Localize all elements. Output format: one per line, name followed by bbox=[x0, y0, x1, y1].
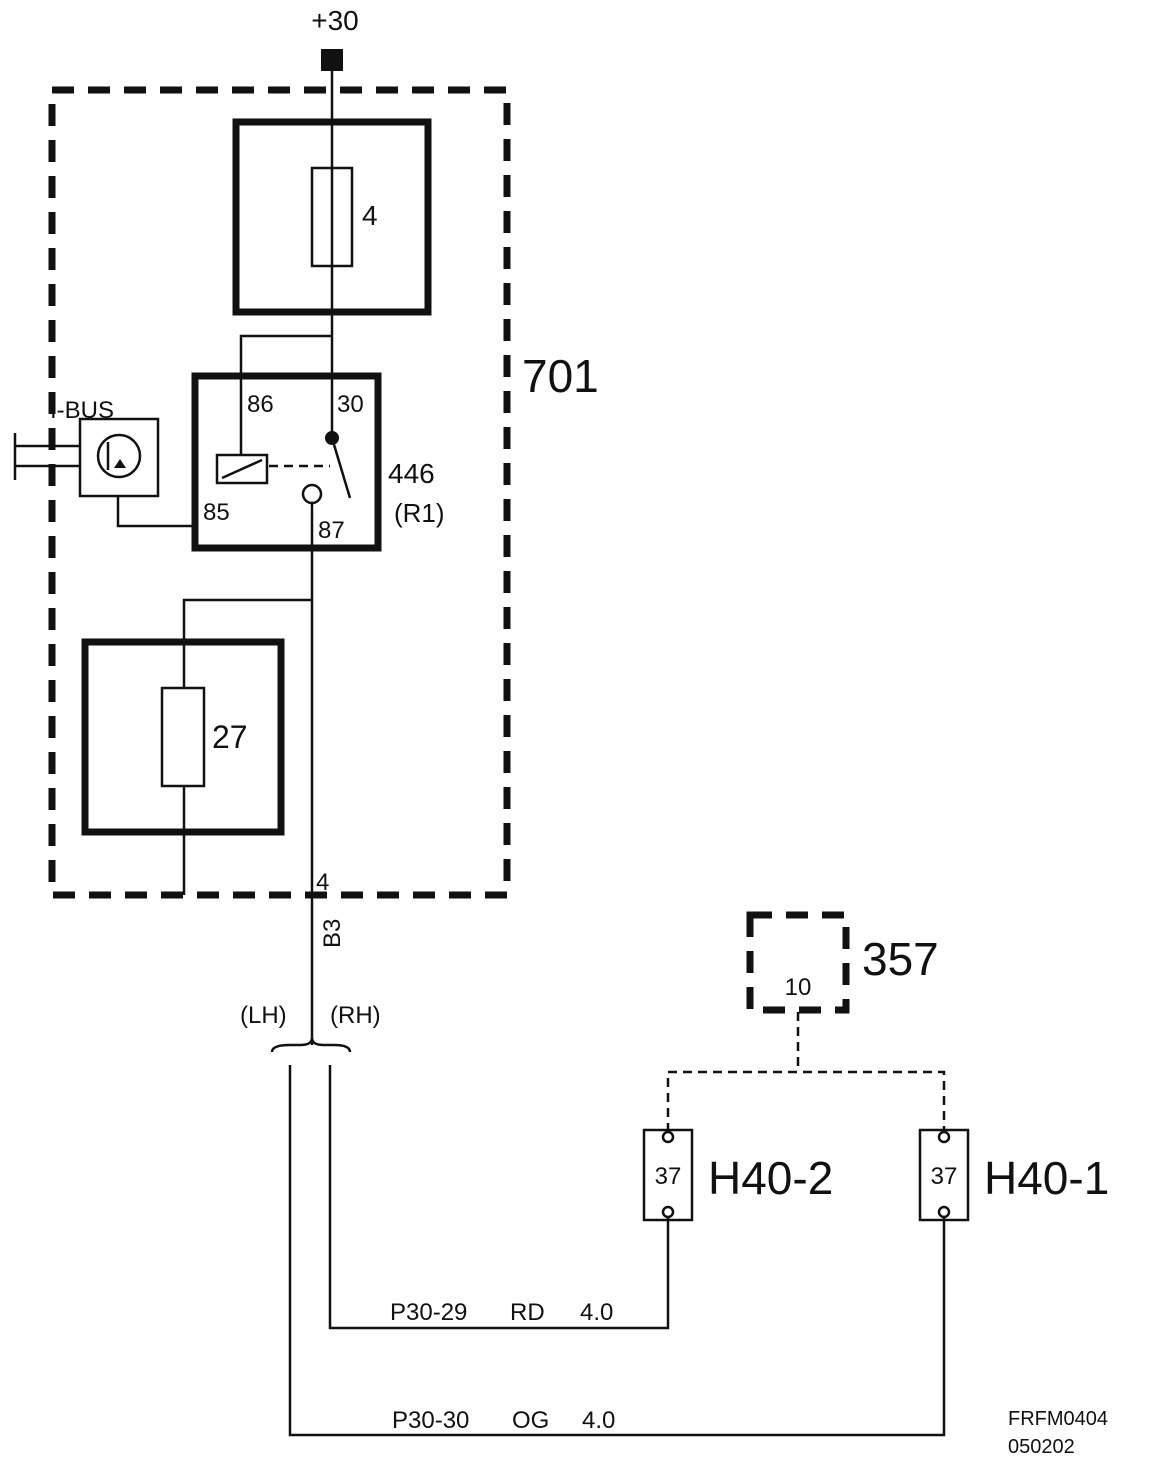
split-brace bbox=[270, 1037, 352, 1053]
rh-label: (RH) bbox=[330, 1002, 381, 1029]
relay-446-body bbox=[191, 372, 382, 552]
h40-1-bottom-terminal bbox=[937, 1205, 951, 1219]
relay-coil-diagonal bbox=[221, 458, 263, 480]
relay-pin-86: 86 bbox=[247, 391, 274, 418]
fuse-4-number: 4 bbox=[362, 200, 378, 231]
relay-pin-85: 85 bbox=[203, 499, 230, 526]
h40-2-top-terminal bbox=[661, 1130, 675, 1144]
h40-1-name: H40-1 bbox=[984, 1152, 1109, 1204]
h40-2-bottom-terminal bbox=[661, 1205, 675, 1219]
wire-p30-29-size: 4.0 bbox=[580, 1299, 613, 1326]
signal-distribution-line bbox=[666, 1070, 946, 1132]
relay-coil bbox=[215, 453, 269, 485]
h40-1-top-terminal bbox=[937, 1130, 951, 1144]
module-357-pin: 10 bbox=[785, 974, 812, 1001]
supply-terminal bbox=[321, 49, 343, 71]
module-701-number: 701 bbox=[522, 350, 599, 402]
relay-pin-30: 30 bbox=[337, 391, 364, 418]
exit-connector: B3 bbox=[319, 919, 346, 948]
module-357-boundary bbox=[746, 911, 850, 1014]
diagram-date: 050202 bbox=[1008, 1436, 1075, 1458]
h40-2-pin: 37 bbox=[655, 1163, 682, 1190]
coil-feed-wire bbox=[239, 334, 332, 455]
fuse-27-feed-wire bbox=[182, 598, 312, 688]
relay-446-number: 446 bbox=[388, 458, 435, 489]
relay-switch-blade bbox=[330, 437, 352, 499]
ibus-transistor-emitter bbox=[114, 459, 126, 468]
wire-p30-30-size: 4.0 bbox=[582, 1407, 615, 1434]
coil-85-wire bbox=[116, 496, 195, 528]
relay-contact-87 bbox=[301, 483, 323, 505]
relay-pin-87: 87 bbox=[318, 517, 345, 544]
wire-p30-29 bbox=[328, 1065, 670, 1330]
module-701-boundary bbox=[48, 86, 511, 899]
wire-p30-30-id: P30-30 bbox=[392, 1407, 469, 1434]
h40-2-name: H40-2 bbox=[708, 1152, 833, 1204]
wire-p30-29-color: RD bbox=[510, 1299, 545, 1326]
wire-p30-30 bbox=[288, 1065, 946, 1437]
relay-446-ref: (R1) bbox=[394, 498, 445, 528]
module-357-number: 357 bbox=[862, 933, 939, 985]
wire-p30-30-color: OG bbox=[512, 1407, 549, 1434]
fuse-27-element bbox=[160, 686, 206, 788]
diagram-code: FRFM0404 bbox=[1008, 1408, 1108, 1430]
ibus-transistor bbox=[96, 433, 142, 479]
exit-pin: 4 bbox=[316, 869, 329, 896]
lh-label: (LH) bbox=[240, 1002, 287, 1029]
supply-label: +30 bbox=[311, 5, 359, 36]
ibus-driver-box bbox=[78, 417, 160, 498]
wire-p30-29-id: P30-29 bbox=[390, 1299, 467, 1326]
h40-1-pin: 37 bbox=[931, 1163, 958, 1190]
fuse-27-number: 27 bbox=[212, 719, 248, 755]
